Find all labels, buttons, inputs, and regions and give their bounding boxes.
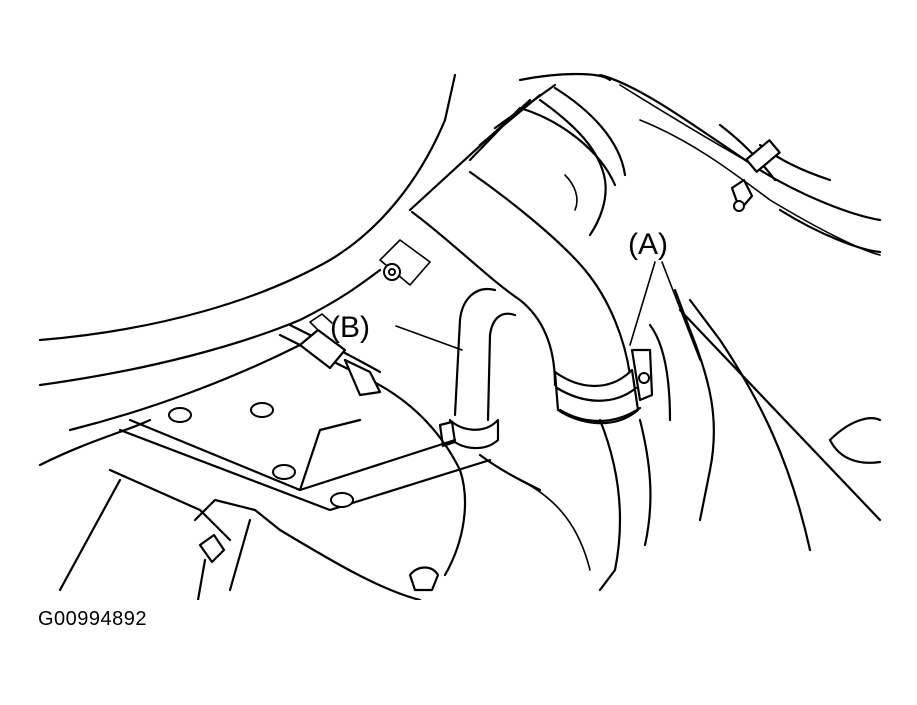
- small-hose: [438, 287, 542, 492]
- cable: [278, 313, 467, 577]
- callout-b: (B): [330, 311, 463, 351]
- figure-id: G00994892: [38, 608, 148, 630]
- wire-harness: [718, 123, 832, 212]
- large-hose: [410, 170, 654, 425]
- callout-a-label: (A): [628, 228, 668, 261]
- floor-panel: [519, 288, 882, 592]
- hose-clamp-diagram: (A) (B): [38, 72, 882, 600]
- callout-b-label: (B): [330, 311, 370, 344]
- lower-bracket: [38, 239, 492, 600]
- upper-pipe: [408, 83, 627, 237]
- callout-a: (A): [628, 228, 701, 361]
